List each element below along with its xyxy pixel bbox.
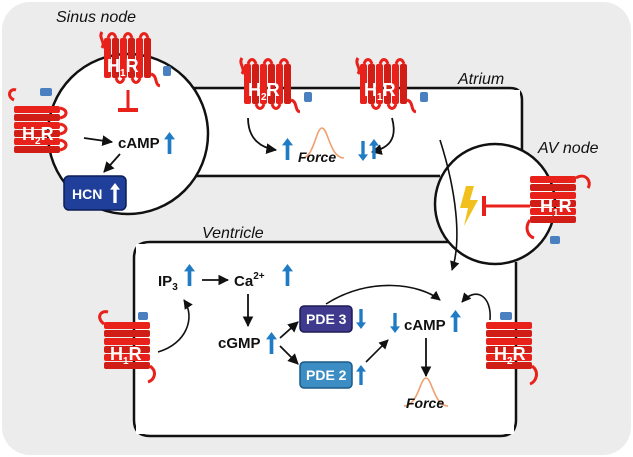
svg-text:H2R: H2R [494, 344, 526, 367]
pde2-label: PDE 2 [306, 367, 347, 383]
cgmp-label: cGMP [218, 335, 261, 352]
svg-text:H1R: H1R [110, 344, 142, 367]
receptor-h1r-ventricle: H1R [98, 310, 156, 384]
force-label-ventricle: Force [406, 395, 444, 411]
camp-ventricle: cAMP [404, 317, 446, 334]
receptor-h2r-sinus: H2R [8, 88, 68, 153]
arrow-pde3-camp [325, 284, 441, 305]
label-av-node: AV node [537, 140, 599, 157]
hcn-label: HCN [72, 186, 102, 202]
arrow-pde2-camp [365, 339, 389, 363]
receptor-h2r-atrium: H2R [239, 56, 312, 114]
pde3-label: PDE 3 [306, 311, 347, 327]
force-label-atrium: Force [298, 149, 336, 165]
svg-text:H2R: H2R [22, 124, 54, 147]
ventricle-fill [136, 244, 514, 434]
ip3-label: IP3 [158, 273, 178, 293]
arrow-cgmp-pde2 [279, 345, 299, 365]
receptor-h1r-av: H1R [525, 174, 591, 244]
label-atrium: Atrium [457, 71, 504, 88]
arrow-cgmp-pde3 [279, 321, 299, 339]
label-sinus-node: Sinus node [56, 9, 136, 26]
hcn-box [63, 175, 127, 211]
label-ventricle: Ventricle [202, 225, 264, 242]
svg-text:H1R: H1R [364, 80, 396, 103]
pde2-box [299, 361, 353, 389]
arrow-camp-hcn [103, 153, 121, 173]
arrow-h2r-force-atrium [247, 117, 278, 154]
arrow-h2r-camp-sinus [83, 135, 114, 146]
pde3-box [299, 305, 353, 333]
camp-sinus: cAMP [118, 135, 160, 152]
receptor-h2r-ventricle: H2R [486, 312, 538, 386]
ca-label: Ca2+ [234, 271, 265, 290]
bolt-icon [460, 186, 478, 226]
force-curve-atrium [301, 127, 345, 159]
svg-text:H1R: H1R [540, 196, 572, 219]
receptor-h1r-atrium: H1R [355, 56, 428, 114]
arrow-h2r-camp-ventricle [461, 292, 491, 321]
arrow-h1r-force-atrium [370, 117, 395, 155]
svg-text:H2R: H2R [248, 80, 280, 103]
svg-text:H1R: H1R [107, 56, 139, 79]
force-curve-ventricle [403, 377, 449, 407]
g-protein-icon [163, 66, 171, 76]
arrow-atrium-av-ventricle [439, 139, 460, 271]
arrow-h1r-ip3 [157, 299, 193, 353]
receptor-h1r-sinus: H1R [99, 30, 171, 88]
